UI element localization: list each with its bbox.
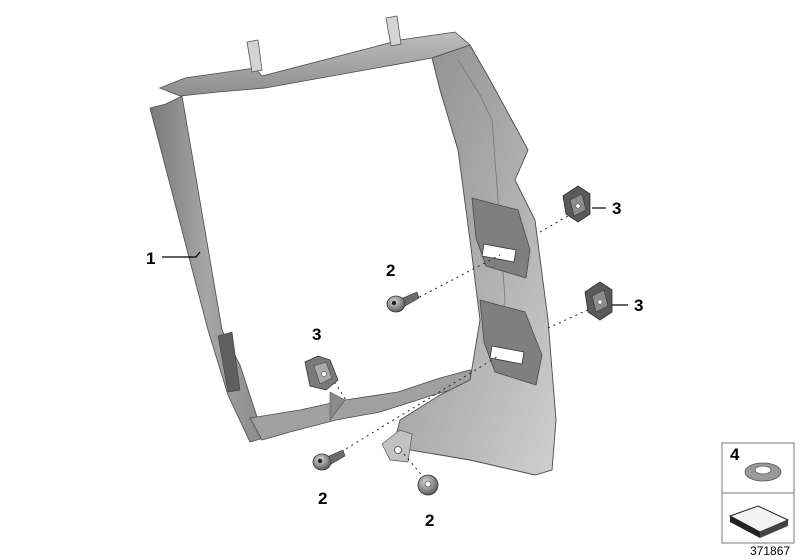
callout-screw-upper: 2 [386,261,395,280]
callout-clip-middle-right: 3 [634,296,643,315]
assembly-lines [327,211,593,479]
legend-washer-number: 4 [730,445,740,464]
screw-lower-right [417,474,439,496]
clip-upper-right [562,185,591,223]
washer-icon [744,462,782,482]
callout-clip-upper-right: 3 [612,199,621,218]
callouts: 1 2 2 2 3 3 3 [146,199,643,530]
callout-screw-lower-right: 2 [425,511,434,530]
leader-lines [162,207,628,306]
clip-middle-right [584,281,613,321]
callout-clip-left: 3 [312,325,321,344]
callout-screw-lower-left: 2 [318,489,327,508]
legend-box: 4 [721,442,795,544]
diagram-number: 371867 [750,544,790,558]
screw-upper [386,291,420,313]
clip-left [304,355,339,391]
shim-wedge-icon [728,505,790,538]
callout-frame: 1 [146,249,155,268]
screw-lower-left [312,449,346,471]
frame-panel [149,15,557,476]
